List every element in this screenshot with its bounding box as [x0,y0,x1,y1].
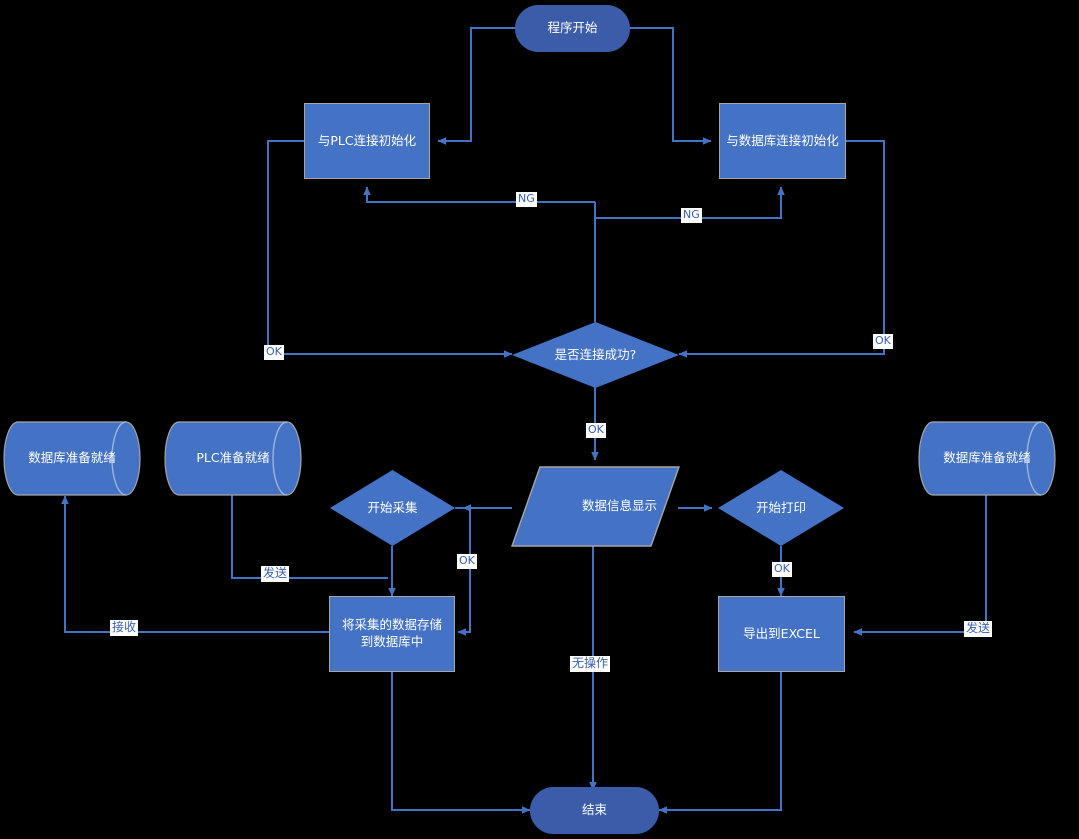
edge-start-to-db-init [630,27,712,145]
edge-decision-ng-to-plc-init [363,186,595,203]
node-connection-check[interactable]: 是否连接成功? [512,322,679,388]
edge-label-ng-left: NG [516,192,537,207]
edge-label-no-operation: 无操作 [570,656,611,672]
edge-label-ok-left: OK [264,345,284,360]
node-export-to-excel-label: 导出到EXCEL [743,625,820,641]
node-plc-ready[interactable]: PLC准备就绪 [164,421,302,496]
node-db-ready-right[interactable]: 数据库准备就绪 [918,421,1056,496]
edge-export-excel-to-end [658,672,782,814]
edge-db-ready-right-send-to-export-excel [853,493,987,636]
node-start-collect[interactable]: 开始采集 [330,470,455,546]
edge-store-db-to-end [391,672,531,814]
edge-label-ok-print: OK [772,562,792,577]
edge-start-to-plc-init [437,27,515,145]
edge-label-ng-right: NG [681,208,702,223]
edge-label-ok-right: OK [873,334,893,349]
node-export-to-excel[interactable]: 导出到EXCEL [718,596,845,672]
edge-start-collect-ok-side-to-store-db [455,507,471,636]
node-start[interactable]: 程序开始 [515,5,630,52]
node-plc-init-label: 与PLC连接初始化 [317,132,417,148]
edge-label-send-db-right: 发送 [964,621,993,637]
edge-label-send-plc: 发送 [261,566,290,582]
node-db-ready-left[interactable]: 数据库准备就绪 [3,421,141,496]
edge-db-init-ok-to-decision [678,140,885,358]
edge-decision-ng-to-db-init [595,186,785,219]
edge-label-ok-down: OK [586,423,606,438]
node-plc-init[interactable]: 与PLC连接初始化 [304,103,430,179]
node-data-display[interactable]: 数据信息显示 [511,466,680,547]
edge-plc-init-ok-to-decision [267,140,513,358]
node-db-init[interactable]: 与数据库连接初始化 [719,103,846,179]
edge-plc-ready-send-to-store-db [231,493,388,579]
node-store-to-database[interactable]: 将采集的数据存储到数据库中 [329,596,455,672]
edge-label-ok-collect: OK [457,554,477,569]
node-store-to-database-label: 将采集的数据存储到数据库中 [341,617,442,649]
node-db-init-label: 与数据库连接初始化 [726,132,839,148]
node-start-label: 程序开始 [547,20,598,36]
edge-store-db-recv-to-db-ready-left [61,495,329,633]
node-start-print[interactable]: 开始打印 [718,470,844,546]
node-end[interactable]: 结束 [530,787,659,834]
node-end-label: 结束 [581,802,607,818]
edge-label-receive-db: 接收 [110,620,139,636]
